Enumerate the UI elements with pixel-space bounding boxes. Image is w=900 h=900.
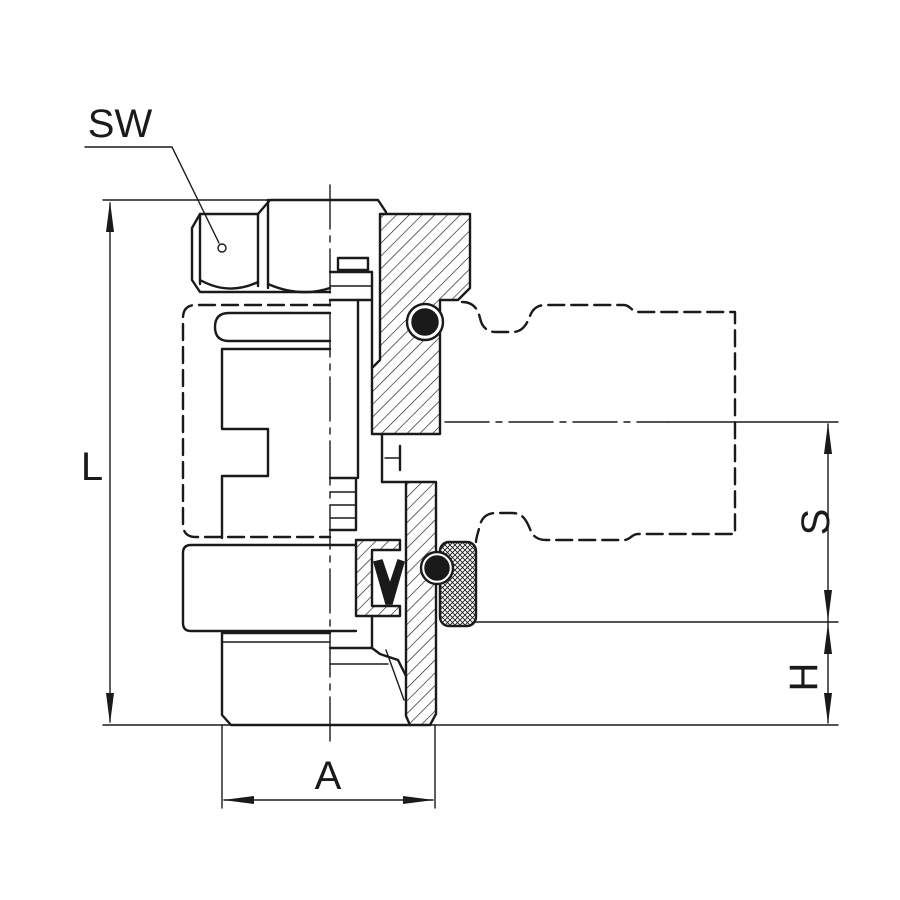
collet-ring — [213, 311, 332, 343]
label-sw: SW — [88, 102, 153, 146]
collet-grip-teeth — [328, 476, 358, 532]
bore-taper-line — [385, 649, 405, 701]
a-arrow-left — [223, 796, 254, 804]
collet-tooth — [336, 256, 370, 272]
hex-nut-top-chamfer — [328, 198, 388, 214]
label-h: H — [782, 663, 826, 692]
upper-o-ring — [411, 308, 439, 336]
s-arrow-bottom — [824, 590, 832, 621]
dimensions — [84, 146, 839, 809]
h-arrow-bottom — [824, 693, 832, 724]
dimension-labels: SW L A S H — [81, 102, 838, 798]
lower-wall-section-hatched — [404, 480, 438, 727]
label-a: A — [315, 754, 342, 798]
release-ring-dashed-outline — [181, 303, 332, 539]
fitting-body — [181, 198, 737, 727]
h-arrow-top — [824, 623, 832, 654]
sw-leader-dot — [217, 243, 227, 253]
hex-nut-face-arc — [198, 278, 260, 290]
hex-nut-face-arc — [266, 282, 332, 294]
release-sleeve-outline — [220, 347, 332, 540]
body-band — [181, 543, 358, 633]
a-arrow-right — [403, 796, 434, 804]
bore-step — [328, 646, 408, 678]
l-arrow-top — [106, 201, 114, 232]
s-arrow-top — [824, 423, 832, 454]
l-arrow-bottom — [106, 693, 114, 724]
sw-leader-line — [84, 146, 220, 244]
connected-tube-dashed-outline — [460, 300, 737, 544]
label-s: S — [794, 509, 838, 536]
valve-seat-hatched — [354, 538, 402, 618]
lip-seal — [373, 559, 405, 605]
lower-o-ring — [424, 555, 450, 581]
label-l: L — [81, 445, 103, 489]
hex-nut — [190, 198, 388, 294]
threaded-stud — [220, 631, 412, 727]
